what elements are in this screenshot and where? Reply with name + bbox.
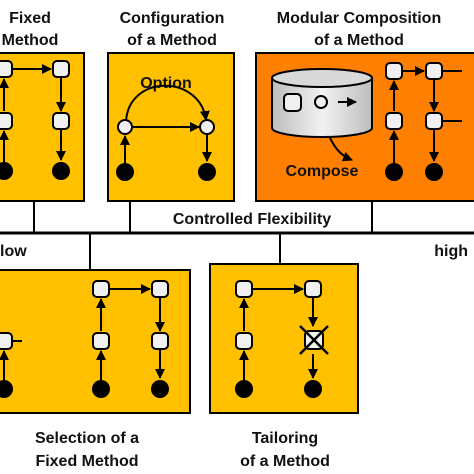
label-modular-1: Modular Composition bbox=[277, 10, 441, 27]
panel-selection bbox=[0, 269, 191, 414]
method-node bbox=[0, 332, 13, 350]
end-node bbox=[198, 163, 216, 181]
end-node bbox=[151, 380, 169, 398]
label-modular-2: of a Method bbox=[314, 32, 404, 49]
module-node bbox=[314, 95, 328, 109]
method-node bbox=[425, 112, 443, 130]
label-controlled-flexibility: Controlled Flexibility bbox=[173, 211, 331, 228]
module-node bbox=[283, 93, 302, 112]
method-node bbox=[151, 332, 169, 350]
method-node bbox=[0, 112, 13, 130]
panel-tailoring bbox=[209, 263, 359, 414]
label-configuration-1: Configuration bbox=[120, 10, 225, 27]
start-node bbox=[385, 163, 403, 181]
method-node bbox=[304, 280, 322, 298]
start-node bbox=[116, 163, 134, 181]
label-compose: Compose bbox=[286, 163, 359, 180]
option-node bbox=[117, 119, 133, 135]
panel-fixed-method bbox=[0, 52, 85, 202]
option-node bbox=[199, 119, 215, 135]
panel-configuration: Option bbox=[107, 52, 235, 202]
label-low: low bbox=[0, 243, 27, 260]
method-node bbox=[52, 60, 70, 78]
axis-connectors bbox=[33, 201, 373, 270]
method-node bbox=[0, 60, 13, 78]
removed-step-icon bbox=[299, 325, 329, 355]
method-node bbox=[235, 280, 253, 298]
label-tailoring-1: Tailoring bbox=[252, 430, 318, 447]
start-node bbox=[235, 380, 253, 398]
method-node bbox=[151, 280, 169, 298]
method-node bbox=[92, 280, 110, 298]
label-fixed-method-1: Fixed bbox=[9, 10, 51, 27]
label-fixed-method-2: Method bbox=[2, 32, 59, 49]
panel-modular-composition: Compose bbox=[255, 52, 474, 202]
method-node bbox=[52, 112, 70, 130]
method-node bbox=[92, 332, 110, 350]
label-tailoring-2: of a Method bbox=[240, 453, 330, 470]
label-selection-1: Selection of a bbox=[35, 430, 139, 447]
end-node bbox=[425, 163, 443, 181]
method-node bbox=[425, 62, 443, 80]
label-selection-2: Fixed Method bbox=[35, 453, 138, 470]
start-node bbox=[0, 162, 13, 180]
start-node bbox=[0, 380, 13, 398]
start-node bbox=[92, 380, 110, 398]
method-node bbox=[235, 332, 253, 350]
method-node bbox=[385, 62, 403, 80]
method-node bbox=[385, 112, 403, 130]
label-high: high bbox=[434, 243, 468, 260]
end-node bbox=[304, 380, 322, 398]
label-configuration-2: of a Method bbox=[127, 32, 217, 49]
end-node bbox=[52, 162, 70, 180]
